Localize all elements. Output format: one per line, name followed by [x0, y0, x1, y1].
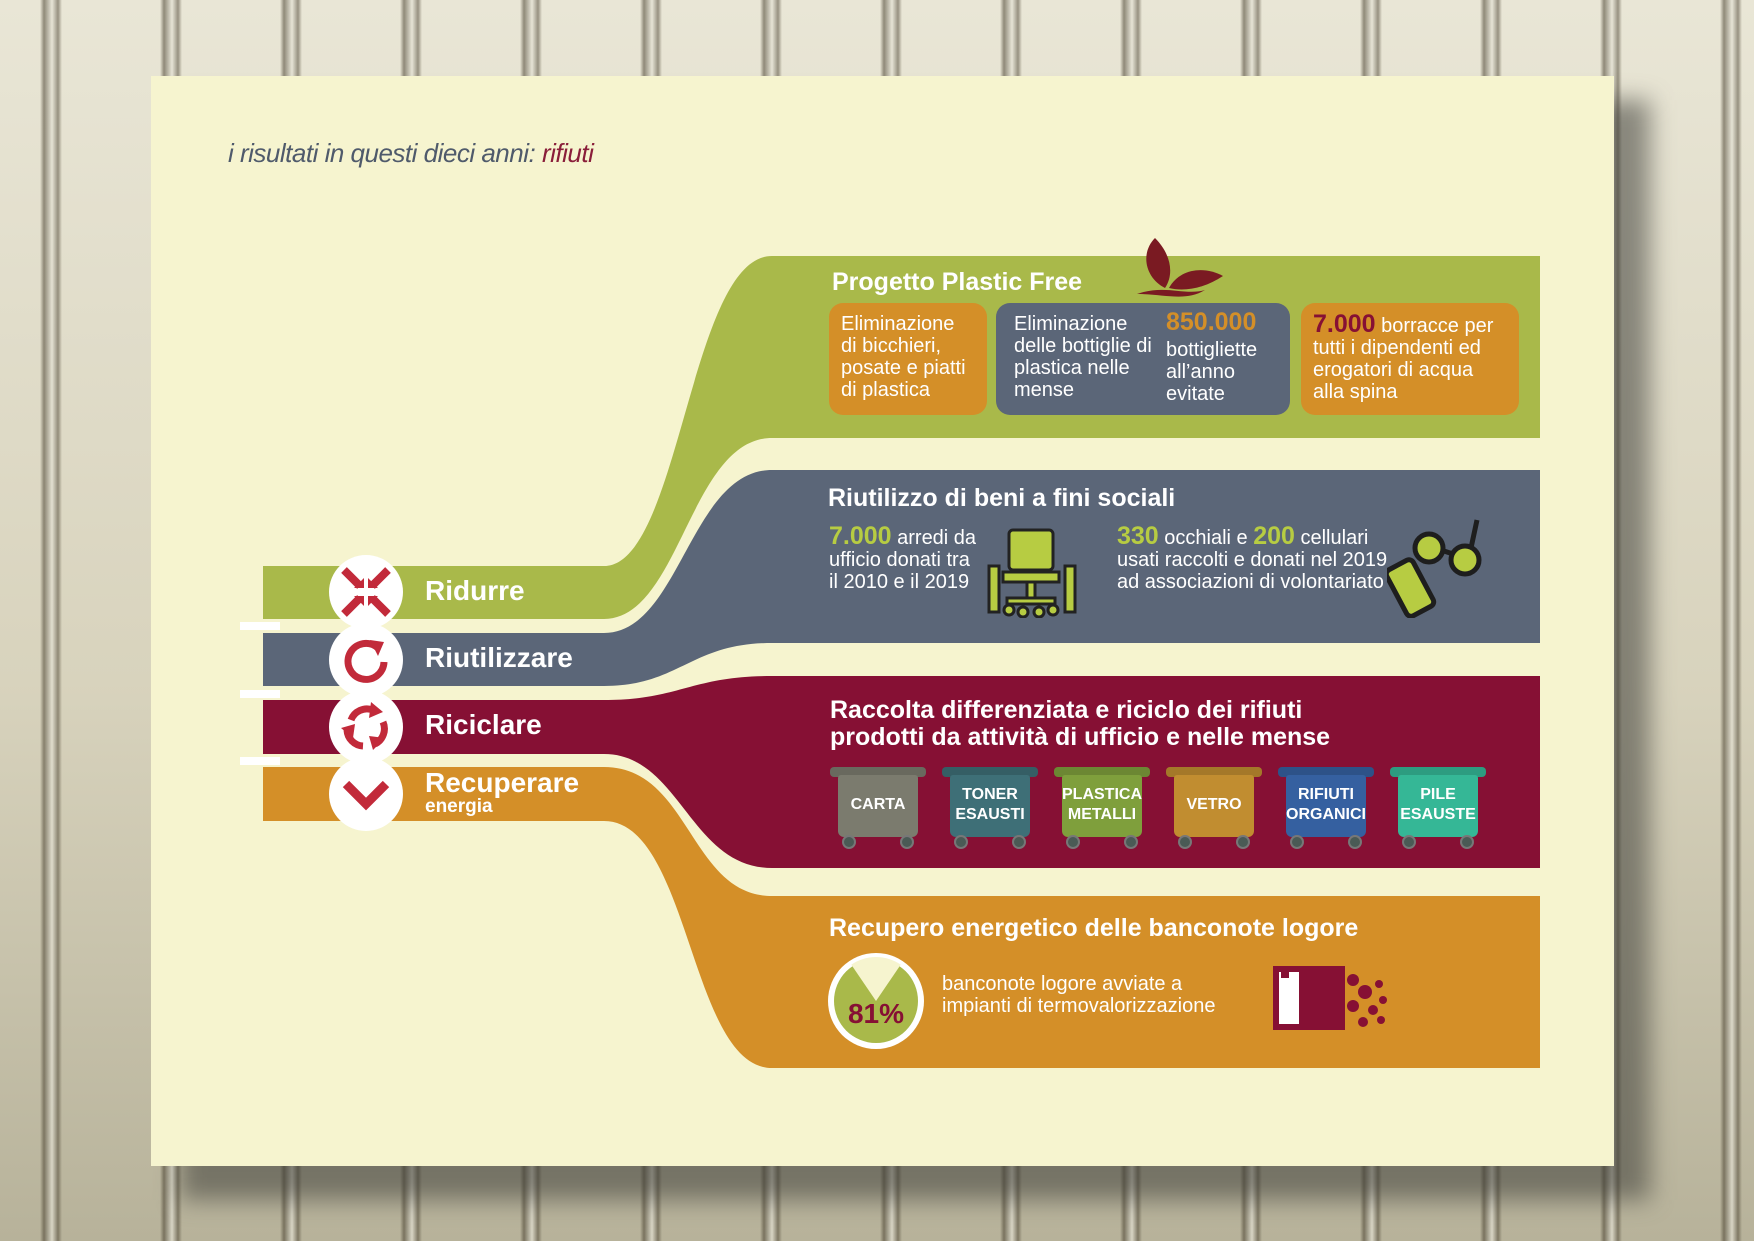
- band-reuse: [263, 470, 1540, 686]
- glasses-phone-icon: [1387, 519, 1482, 618]
- category-label-reduce: Ridurre: [425, 575, 525, 606]
- chevron-down-icon: [329, 757, 403, 831]
- phones-text: cellulari usati raccolti e donati nel 20…: [1117, 527, 1388, 593]
- recycle-title: Raccolta differenziata e riciclo dei rif…: [830, 697, 1330, 751]
- circular-arrow-icon: [329, 623, 403, 697]
- energy-title: Recupero energetico delle banconote logo…: [829, 914, 1359, 942]
- energy-text-line1: banconote logore avviate a: [942, 973, 1183, 995]
- flasks-number: 7.000: [1313, 310, 1376, 338]
- bin-label: VETRO: [1186, 796, 1242, 813]
- band-gaps: [240, 622, 280, 765]
- bin-lid: [1054, 767, 1150, 777]
- waste-bin-carta: CARTA: [830, 767, 926, 851]
- band-recover: [263, 767, 1540, 1068]
- bin-body: [950, 775, 1030, 837]
- bin-body: [838, 775, 918, 837]
- reuse-title: Riutilizzo di beni a fini sociali: [828, 484, 1176, 512]
- leaf-icon: [1137, 238, 1223, 297]
- category-label-recycle: Riciclare: [425, 709, 542, 740]
- category-label-reuse: Riutilizzare: [425, 642, 573, 673]
- furniture-text: 7.000 arredi da ufficio donati tra il 20…: [829, 522, 979, 594]
- furniture-description: arredi da ufficio donati tra il 2010 e i…: [829, 527, 977, 593]
- bin-lid: [1278, 767, 1374, 777]
- category-label-recover: Recuperare: [425, 767, 580, 798]
- bottles-number: 850.000: [1166, 308, 1257, 336]
- glasses-number: 330: [1117, 522, 1159, 550]
- page-title: i risultati in questi dieci anni: rifiut…: [228, 138, 594, 169]
- bin-wheel: [1066, 835, 1080, 849]
- pie-remaining-slice: [851, 957, 901, 1001]
- bin-wheel: [1178, 835, 1192, 849]
- recycle-title-line1: Raccolta differenziata e riciclo dei rif…: [830, 696, 1303, 724]
- bin-lid: [1166, 767, 1262, 777]
- bin-wheel: [1290, 835, 1304, 849]
- percent-pie-chart: [828, 953, 924, 1049]
- waste-bin-vetro: VETRO: [1166, 767, 1262, 851]
- bin-wheel: [900, 835, 914, 849]
- percent-label: 81%: [847, 998, 905, 1029]
- bin-wheel: [1348, 835, 1362, 849]
- compress-arrows-icon: [329, 555, 403, 629]
- title-prefix: i risultati in questi dieci anni:: [228, 138, 542, 168]
- bin-wheel: [842, 835, 856, 849]
- flasks-text: borracce per tutti i dipendenti ed eroga…: [1313, 315, 1494, 403]
- glasses-phones-text: 330 occhiali e 200 cellulari usati racco…: [1117, 522, 1407, 594]
- furniture-number: 7.000: [829, 522, 892, 550]
- bin-body: [1286, 775, 1366, 837]
- category-sublabel-recover: energia: [425, 796, 493, 817]
- office-chair-desk-icon: [987, 528, 1077, 618]
- bin-body: [1398, 775, 1478, 837]
- plastic-free-box-tableware: Eliminazione di bicchieri, posate e piat…: [829, 303, 987, 415]
- plastic-free-box-bottles: Eliminazione delle bottiglie di plastica…: [996, 303, 1290, 415]
- bin-wheel: [1460, 835, 1474, 849]
- bin-wheel: [954, 835, 968, 849]
- glasses-text: occhiali e: [1158, 527, 1254, 549]
- plastic-free-box-flasks: 7.000 borracce per tutti i dipendenti ed…: [1301, 303, 1519, 415]
- bottles-number-text: bottigliette all’anno evitate: [1166, 339, 1258, 405]
- bin-label: CARTA: [850, 796, 906, 813]
- bin-body: [1174, 775, 1254, 837]
- phones-number: 200: [1253, 522, 1295, 550]
- bin-wheel: [1402, 835, 1416, 849]
- bin-lid: [830, 767, 926, 777]
- energy-text-line2: impianti di termovalorizzazione: [942, 995, 1216, 1017]
- bin-wheel: [1124, 835, 1138, 849]
- bin-wheel: [1236, 835, 1250, 849]
- banknote-shred-icon: [1273, 966, 1387, 1030]
- recycle-arrows-icon: [329, 690, 403, 764]
- bin-body: [1062, 775, 1142, 837]
- bin-lid: [942, 767, 1038, 777]
- bottles-text: Eliminazione delle bottiglie di plastica…: [1014, 313, 1152, 401]
- bin-lid: [1390, 767, 1486, 777]
- recycle-title-line2: prodotti da attività di ufficio e nelle …: [830, 723, 1331, 751]
- bin-wheel: [1012, 835, 1026, 849]
- title-highlight: rifiuti: [541, 138, 594, 168]
- plastic-free-title: Progetto Plastic Free: [832, 268, 1083, 296]
